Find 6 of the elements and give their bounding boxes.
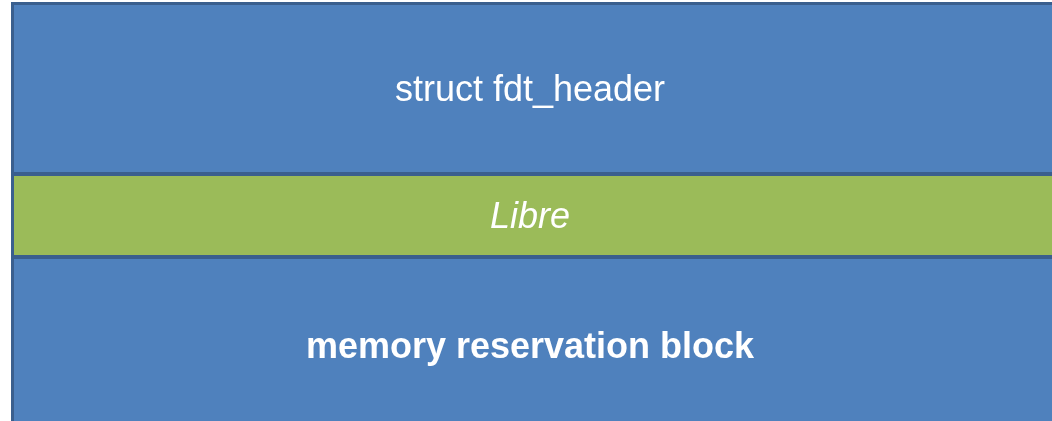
memory-band <box>11 2 1052 175</box>
memory-band <box>11 173 1052 258</box>
memory-band <box>11 256 1052 421</box>
band-label: Libre <box>489 194 572 237</box>
band-label: memory reservation block <box>305 325 756 367</box>
band-label: struct fdt_header <box>394 67 667 110</box>
